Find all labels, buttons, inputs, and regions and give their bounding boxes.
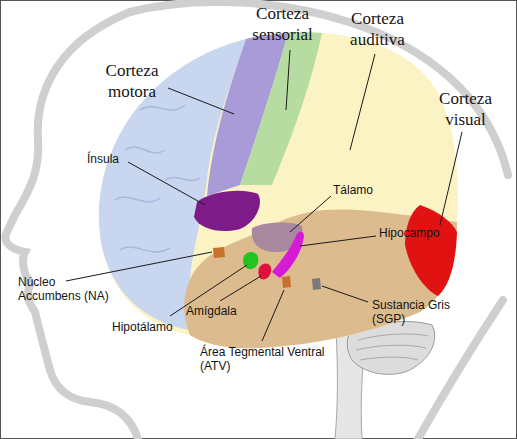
region-label: Corteza visual (428, 88, 503, 130)
hippocampus-shape (272, 232, 304, 279)
region-label: Corteza motora (82, 60, 182, 102)
structure-label: Sustancia Gris (SGP) (372, 298, 467, 326)
structure-label: Área Tegmental Ventral (ATV) (200, 345, 340, 373)
gray-matter-shape (312, 278, 321, 290)
structure-label: Amígdala (186, 304, 237, 318)
leader-line (322, 286, 368, 302)
leader-line (440, 132, 462, 225)
structure-label: Hipotálamo (112, 320, 173, 334)
neck-outline (418, 300, 503, 439)
region-label: Corteza auditiva (335, 8, 420, 50)
leader-line (128, 162, 205, 205)
insula-shape (194, 191, 260, 231)
leader-line (220, 276, 261, 301)
visual-cortex (405, 205, 457, 296)
vta-shape (282, 276, 291, 288)
leader-line (300, 236, 376, 246)
leader-line (290, 196, 331, 232)
structure-label: Núcleo Accumbens (NA) (18, 275, 114, 303)
leader-line (66, 252, 212, 281)
cerebellum-folds (356, 334, 428, 360)
region-label: Corteza sensorial (240, 3, 325, 45)
structure-label: Ínsula (87, 152, 119, 166)
structure-label: Tálamo (333, 183, 373, 197)
leader-line (286, 50, 290, 110)
sensory-cortex (240, 32, 322, 185)
leader-lines (66, 50, 462, 341)
leader-line (168, 88, 234, 114)
structure-label: Hipocampo (379, 226, 440, 240)
accumbens-shape (213, 247, 225, 258)
leader-line (350, 54, 375, 150)
leader-line (262, 290, 284, 341)
amygdala-shape (258, 264, 271, 280)
